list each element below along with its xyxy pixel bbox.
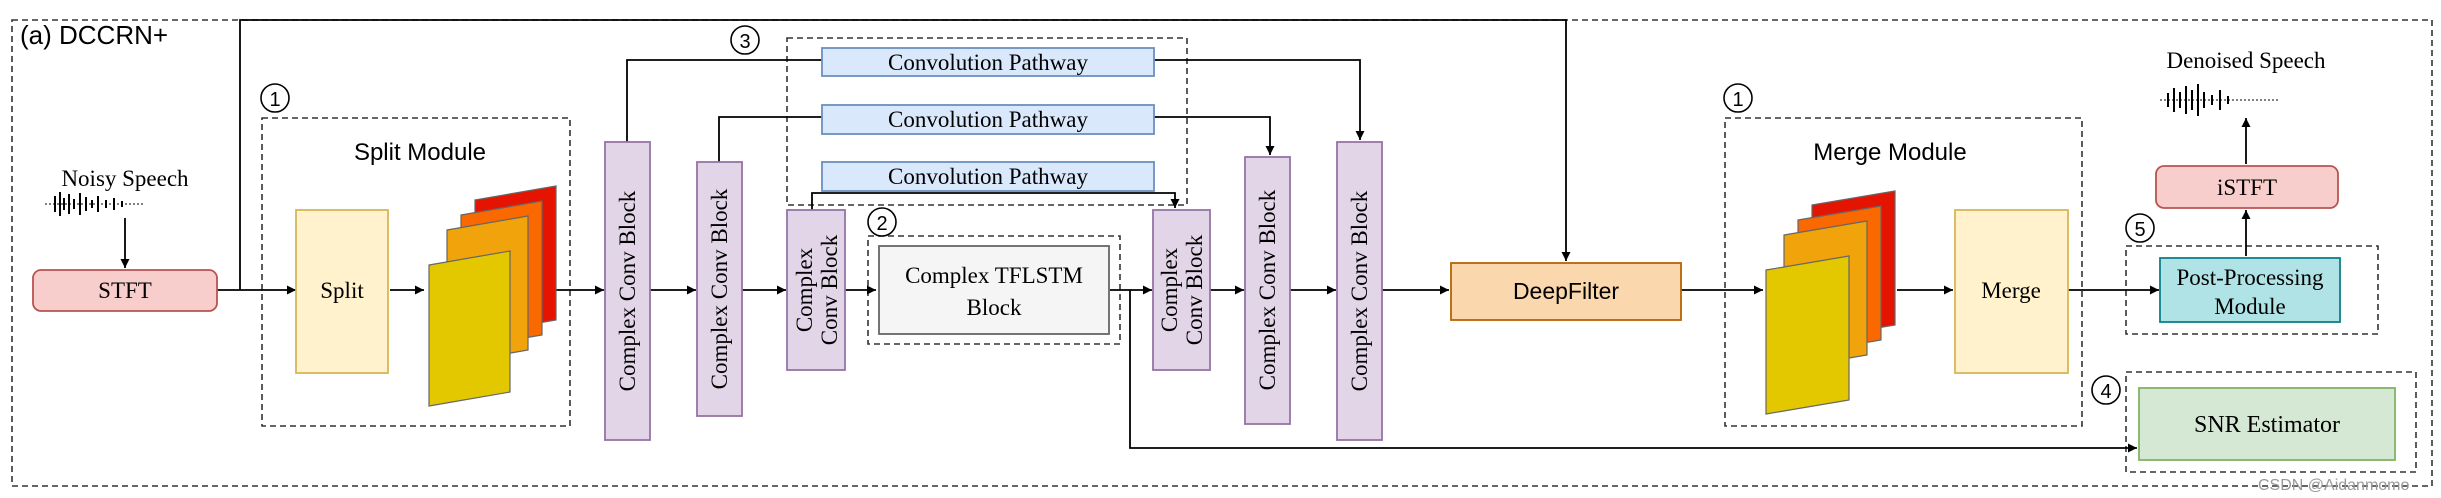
svg-text:3: 3	[739, 31, 750, 53]
svg-text:1: 1	[269, 89, 280, 111]
merge-module-frame	[1724, 117, 2083, 427]
complex-conv-block-4: Complex Conv Block	[1152, 209, 1211, 371]
tflstm-box	[878, 245, 1110, 335]
svg-text:Complex: Complex	[1157, 247, 1182, 332]
snr-estimator-box	[2138, 387, 2396, 461]
split-box	[295, 209, 389, 374]
istft-box	[2155, 165, 2339, 209]
connectors	[120, 19, 2251, 453]
post-processing-box	[2159, 257, 2341, 323]
noisy-waveform-icon	[45, 192, 145, 216]
svg-text:Complex Conv Block: Complex Conv Block	[1347, 190, 1372, 391]
svg-text:Complex Conv Block: Complex Conv Block	[615, 190, 640, 391]
post-processing-label-line1: Post-Processing	[2177, 265, 2324, 290]
pathway-link-bottom	[811, 192, 1180, 210]
split-module-frame	[261, 117, 571, 427]
deepfilter-box	[1450, 262, 1682, 321]
marker-1-split: 1	[260, 83, 290, 113]
noisy-speech-label: Noisy Speech	[61, 166, 189, 191]
watermark: CSDN @Aidanmomo	[2258, 477, 2410, 494]
svg-text:Convolution Pathway: Convolution Pathway	[888, 50, 1088, 75]
convolution-pathway-middle: Convolution Pathway	[821, 104, 1155, 135]
svg-text:Conv Block: Conv Block	[1182, 234, 1207, 345]
marker-3: 3	[730, 25, 760, 55]
stft-label: STFT	[98, 278, 152, 303]
merge-label: Merge	[1981, 278, 2041, 303]
marker-4: 4	[2091, 375, 2121, 405]
diagram-title: (a) DCCRN+	[20, 20, 168, 50]
split-label: Split	[320, 278, 364, 303]
denoised-waveform-icon	[2160, 84, 2280, 116]
link-tflstm-to-snr	[1129, 290, 2137, 453]
convolution-pathway-top: Convolution Pathway	[821, 47, 1155, 77]
svg-text:4: 4	[2100, 381, 2111, 403]
complex-conv-block-5: Complex Conv Block	[1244, 156, 1291, 425]
split-module-label: Split Module	[354, 139, 486, 166]
svg-text:Conv Block: Conv Block	[817, 234, 842, 345]
svg-text:2: 2	[876, 213, 887, 235]
post-processing-label-line2: Module	[2214, 294, 2286, 319]
convolution-pathway-frame	[786, 37, 1188, 206]
convolution-pathway-bottom: Convolution Pathway	[821, 161, 1155, 192]
complex-conv-block-6: Complex Conv Block	[1336, 141, 1383, 441]
tflstm-label-line1: Complex TFLSTM	[905, 263, 1083, 288]
tflstm-label-line2: Block	[967, 295, 1022, 320]
svg-text:Complex: Complex	[792, 247, 817, 332]
marker-1-merge: 1	[1723, 83, 1753, 113]
split-feature-maps-icon	[428, 185, 557, 407]
complex-conv-block-3: Complex Conv Block	[786, 209, 846, 371]
svg-text:Convolution Pathway: Convolution Pathway	[888, 164, 1088, 189]
marker-2: 2	[867, 207, 897, 237]
denoised-speech-label: Denoised Speech	[2166, 48, 2326, 73]
marker-5: 5	[2125, 213, 2155, 243]
svg-text:5: 5	[2134, 219, 2145, 241]
deepfilter-label: DeepFilter	[1513, 278, 1619, 304]
skip-stft-to-deepfilter	[239, 19, 1571, 290]
snr-estimator-frame	[2125, 371, 2417, 473]
svg-text:1: 1	[1732, 89, 1743, 111]
stft-box	[32, 269, 218, 312]
svg-text:Complex Conv Block: Complex Conv Block	[1255, 189, 1280, 390]
merge-module-label: Merge Module	[1813, 139, 1966, 166]
istft-label: iSTFT	[2217, 175, 2277, 200]
complex-conv-block-2: Complex Conv Block	[696, 161, 743, 417]
merge-box	[1954, 209, 2069, 374]
snr-estimator-label: SNR Estimator	[2194, 412, 2340, 438]
merge-feature-maps-icon	[1765, 190, 1896, 415]
complex-conv-block-1: Complex Conv Block	[604, 141, 651, 441]
svg-text:Complex Conv Block: Complex Conv Block	[707, 188, 732, 389]
svg-text:Convolution Pathway: Convolution Pathway	[888, 107, 1088, 132]
